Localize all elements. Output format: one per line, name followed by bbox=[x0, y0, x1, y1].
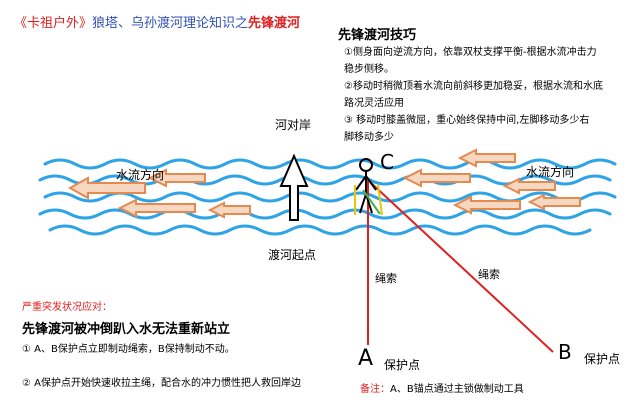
flow-arrow bbox=[502, 177, 556, 195]
ropes bbox=[367, 180, 554, 353]
flow-arrow bbox=[207, 201, 251, 219]
wave-line-3 bbox=[43, 191, 617, 203]
protect-point-b-label: 保护点 bbox=[584, 352, 621, 366]
tips-item: 脚移动多少 bbox=[344, 132, 394, 143]
flow-direction-label-right: 水流方向 bbox=[526, 165, 575, 179]
flow-arrows bbox=[67, 148, 581, 219]
note-label: 备注： bbox=[360, 384, 390, 395]
header-title: 先锋渡河 bbox=[248, 16, 301, 31]
emergency-step-1: ① A、B保护点立即制动绳索，B保持制动不动。 bbox=[22, 344, 235, 355]
flow-arrow bbox=[527, 193, 581, 211]
far-bank-label: 河对岸 bbox=[275, 118, 312, 132]
flow-arrow bbox=[147, 168, 206, 188]
tips-item: ①侧身面向逆流方向，依靠双杖支撑平衡-根据水流冲击力 bbox=[344, 47, 597, 58]
emergency-heading: 严重突发状况应对： bbox=[22, 302, 112, 313]
tips-item: 稳步侧移。 bbox=[344, 64, 394, 75]
rope-a-label: 绳索 bbox=[375, 272, 397, 285]
point-b-label: B bbox=[558, 340, 572, 364]
protect-point-a-label: 保护点 bbox=[384, 358, 421, 372]
point-c-label: C bbox=[380, 150, 394, 174]
flow-arrow bbox=[117, 198, 196, 218]
tips-item: ③ 移动时膝盖微屈，重心始终保持中间,左脚移动多少右 bbox=[344, 115, 590, 126]
tips-title: 先锋渡河技巧 bbox=[338, 28, 417, 43]
note: 备注：A、B锚点通过主锁做制动工具 bbox=[360, 380, 524, 395]
note-text: A、B锚点通过主锁做制动工具 bbox=[390, 384, 524, 395]
flow-direction-label-left: 水流方向 bbox=[116, 168, 165, 182]
wave-line-1 bbox=[43, 158, 617, 170]
header-subtitle: 狼塔、乌孙渡河理论知识之 bbox=[92, 16, 249, 31]
rope-b-label: 绳索 bbox=[478, 268, 500, 281]
tips-item: ②移动时稍微顶着水流向前斜移更加稳妥，根据水流和水底 bbox=[344, 81, 603, 92]
brand-name: 《卡祖户外》 bbox=[14, 16, 93, 31]
wave-line-5 bbox=[48, 224, 592, 236]
tips-item: 路况灵活应用 bbox=[344, 98, 404, 109]
header: 《卡祖户外》狼塔、乌孙渡河理论知识之先锋渡河 bbox=[14, 12, 300, 31]
start-point-label: 渡河起点 bbox=[268, 248, 317, 262]
tips-list: ①侧身面向逆流方向，依靠双杖支撑平衡-根据水流冲击力 稳步侧移。 ②移动时稍微顶… bbox=[344, 44, 603, 146]
crossing-arrow bbox=[279, 153, 309, 221]
crossing-person bbox=[354, 158, 383, 216]
point-a-label: A bbox=[358, 346, 374, 371]
flow-arrow bbox=[402, 168, 471, 188]
emergency-step-2: ② A保护点开始快速收拉主绳，配合水的冲力惯性把人救回岸边 bbox=[22, 378, 301, 389]
flow-arrow bbox=[457, 148, 516, 168]
flow-arrow bbox=[67, 176, 146, 200]
rope-line-b bbox=[369, 181, 554, 353]
flow-arrow bbox=[452, 195, 521, 215]
emergency-title: 先锋渡河被冲倒趴入水无法重新站立 bbox=[22, 322, 231, 337]
